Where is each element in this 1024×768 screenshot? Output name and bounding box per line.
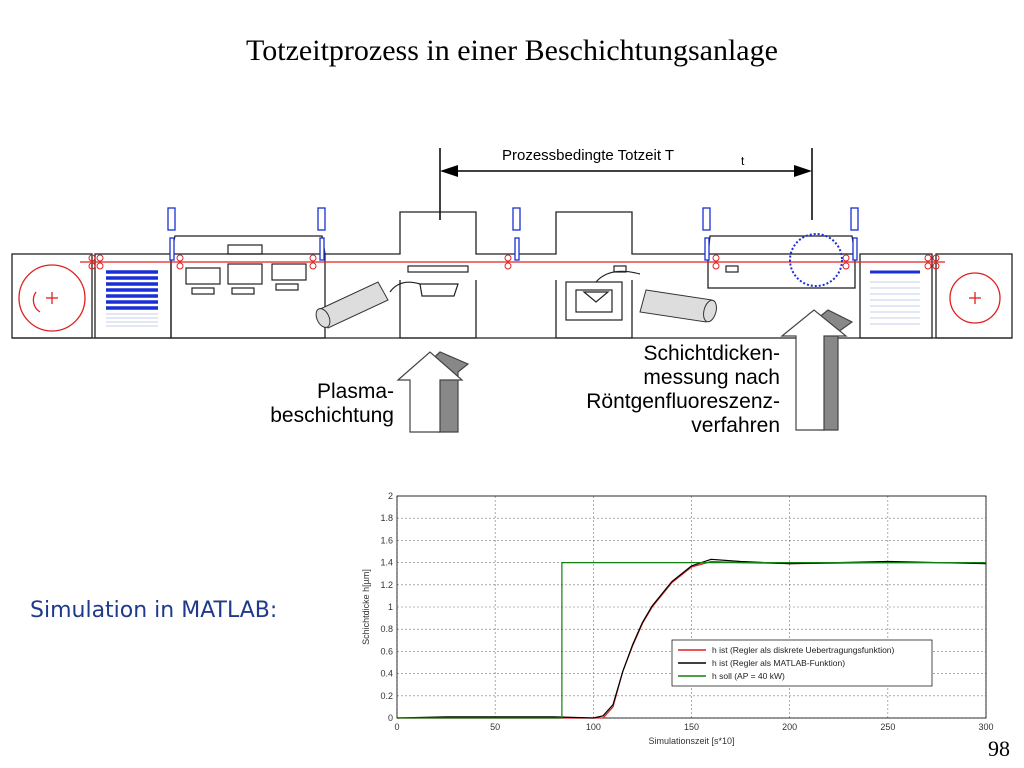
x-tick-label: 250 — [880, 722, 895, 732]
legend-box — [671, 639, 933, 687]
page-number: 98 — [988, 736, 1010, 761]
plasma-torch — [315, 281, 389, 329]
roller-pairs — [88, 254, 940, 270]
y-tick-label: 0.6 — [380, 646, 393, 656]
y-tick-label: 0.2 — [380, 691, 393, 701]
deadtime-label: Prozessbedingte Totzeit T — [502, 147, 674, 164]
page-title: Totzeitprozess in einer Beschichtungsanl… — [246, 34, 778, 67]
plasma-chamber-inner — [389, 265, 469, 297]
unwind-coil — [18, 264, 86, 332]
y-tick-label: 1 — [388, 602, 393, 612]
series-line-2 — [397, 561, 986, 719]
y-tick-label: 2 — [388, 491, 393, 501]
measurement-arrow — [780, 309, 854, 431]
plasma-label: Plasma- beschichtung — [270, 380, 394, 427]
y-tick-label: 1.6 — [380, 535, 393, 545]
arrow-left-head — [440, 165, 458, 177]
y-tick-label: 0 — [388, 713, 393, 723]
legend-entry: h soll (AP = 40 kW) — [712, 671, 785, 681]
blue-sheet-stack — [106, 270, 158, 310]
arrow-right-head — [794, 165, 812, 177]
y-tick-label: 1.8 — [380, 513, 393, 523]
legend-entry: h ist (Regler als diskrete Uebertragungs… — [712, 645, 895, 655]
measurement-chamber-inner — [565, 265, 641, 321]
x-tick-label: 300 — [978, 722, 993, 732]
plot-frame — [396, 495, 987, 719]
series-line-1 — [396, 558, 987, 719]
y-axis-label: Schichtdicke h[µm] — [361, 569, 371, 645]
x-tick-label: 0 — [394, 722, 399, 732]
xray-source — [639, 289, 717, 323]
y-tick-label: 0.8 — [380, 624, 393, 634]
thin-sheet-stack-left — [106, 313, 158, 327]
pretreatment-units — [185, 244, 739, 295]
y-tick-label: 1.2 — [380, 580, 393, 590]
plasma-arrow — [396, 351, 470, 433]
measurement-label: Schichtdicken- messung nach Röntgenfluor… — [586, 342, 780, 437]
legend-entry: h ist (Regler als MATLAB-Funktion) — [712, 658, 845, 668]
deadtime-subscript: t — [741, 154, 745, 168]
x-axis-label: Simulationszeit [s*10] — [648, 736, 734, 746]
simulation-label: Simulation in MATLAB: — [30, 598, 278, 623]
thin-sheet-stack-right — [870, 281, 920, 325]
rewind-coil — [949, 272, 1001, 324]
x-tick-label: 50 — [490, 722, 500, 732]
x-tick-label: 150 — [684, 722, 699, 732]
y-tick-label: 0.4 — [380, 669, 393, 679]
measurement-coil — [789, 233, 843, 287]
x-tick-label: 200 — [782, 722, 797, 732]
y-tick-label: 1.4 — [380, 558, 393, 568]
valve-group — [167, 207, 859, 261]
x-tick-label: 100 — [586, 722, 601, 732]
